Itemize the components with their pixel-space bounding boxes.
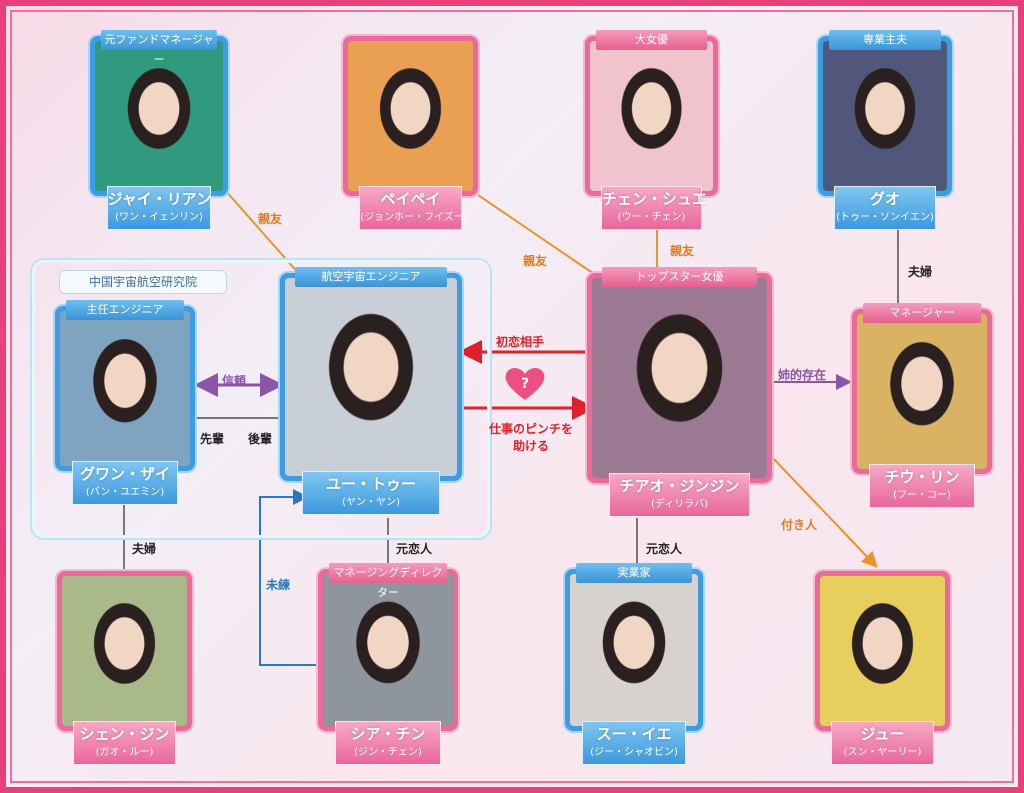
label-first-love: 初恋相手: [496, 335, 545, 349]
character-photo: [348, 41, 473, 191]
actor-name: (ガオ・ルー): [95, 747, 154, 758]
actor-name: (ディリラバ): [650, 499, 708, 510]
actor-name: (ヤン・ヤン): [342, 497, 400, 508]
character-name: シェン・ジン: [79, 725, 170, 743]
character-name: グワン・ザイ: [79, 465, 170, 483]
character-photo: [570, 574, 698, 726]
actor-name: (フー・コー): [893, 490, 951, 501]
actor-name: (ウー・チェン): [617, 212, 686, 223]
role-badge: 大女優: [595, 30, 708, 50]
role-badge: 専業主夫: [828, 30, 942, 50]
character-card-qiao: トップスター女優チアオ・ジンジン (ディリラバ): [587, 267, 772, 517]
name-plate: グワン・ザイ (バン・ユエミン): [71, 461, 179, 505]
name-plate: ペイペイ (ジョンホー・フイズー): [359, 186, 468, 230]
actor-name: (バン・ユエミン): [85, 487, 165, 498]
line-jai-yu: [224, 189, 301, 276]
label-lingering: 未練: [266, 578, 291, 592]
role-badge: 主任エンジニア: [66, 300, 184, 320]
heart-question-icon: ?: [505, 368, 545, 400]
name-plate: チアオ・ジンジン (ディリラバ): [609, 473, 750, 517]
character-name: チアオ・ジンジン: [619, 477, 740, 495]
role-badge: マネージャー: [863, 303, 981, 323]
actor-name: (ジー・シャオビン): [590, 747, 678, 758]
character-card-yu: 航空宇宙エンジニアユー・トゥー (ヤン・ヤン): [280, 267, 462, 515]
character-card-guan: 主任エンジニアグワン・ザイ (バン・ユエミン): [55, 300, 195, 505]
label-trust: 信頼: [222, 374, 247, 388]
name-plate: チェン・シュエ (ウー・チェン): [600, 186, 707, 230]
institute-group: 中国宇宙航空研究院: [30, 258, 492, 540]
character-photo: [857, 314, 987, 469]
actor-name: (トゥー・ソンイエン): [836, 212, 934, 223]
character-name: ユー・トゥー: [325, 475, 416, 493]
character-name: スー・イエ: [596, 725, 672, 743]
role-badge: トップスター女優: [601, 267, 758, 287]
name-plate: グオ (トゥー・ソンイエン): [834, 186, 936, 230]
character-photo: [590, 41, 713, 191]
character-card-jai: 元ファンドマネージャージャイ・リアン (ワン・イェンリン): [90, 30, 228, 230]
character-card-jiu: ジュー (スン・ヤーリー): [815, 571, 950, 765]
character-card-guo: 専業主夫グオ (トゥー・ソンイエン): [818, 30, 952, 230]
label-sister: 姉的存在: [778, 368, 827, 382]
role-badge: 航空宇宙エンジニア: [294, 267, 448, 287]
line-lingering: [259, 489, 320, 666]
line-pei-qiao: [477, 194, 601, 279]
actor-name: (スン・ヤーリー): [843, 747, 922, 758]
character-photo: [592, 278, 767, 478]
institute-label: 中国宇宙航空研究院: [59, 270, 227, 294]
character-photo: [95, 41, 223, 191]
label-help: 仕事のピンチを助ける: [488, 422, 573, 453]
actor-name: (ワン・イェンリン): [115, 212, 203, 223]
actor-name: (ジョンホー・フイズー): [360, 212, 468, 223]
character-name: シア・チン: [350, 725, 426, 743]
label-chen-qiao: 親友: [670, 244, 695, 258]
character-name: チェン・シュエ: [601, 190, 707, 208]
role-badge: 実業家: [576, 563, 692, 583]
name-plate: シア・チン (ジン・チェン): [334, 721, 442, 765]
character-card-chiu: マネージャーチウ・リン (フー・コー): [852, 303, 992, 508]
character-name: ジャイ・リアン: [107, 190, 212, 208]
label-guo-chiu: 夫婦: [908, 265, 933, 279]
character-name: グオ: [869, 190, 900, 208]
label-qiao-su: 元恋人: [646, 542, 683, 556]
label-jai-yu: 親友: [258, 212, 283, 226]
label-junior: 後輩: [248, 432, 273, 446]
svg-text:?: ?: [521, 376, 529, 392]
name-plate: チウ・リン (フー・コー): [868, 464, 976, 508]
character-card-chen: 大女優チェン・シュエ (ウー・チェン): [585, 30, 718, 230]
label-guan-shen: 夫婦: [132, 542, 157, 556]
label-pei-qiao: 親友: [523, 254, 548, 268]
character-photo: [285, 278, 457, 476]
character-name: ジュー: [860, 725, 905, 743]
character-photo: [62, 576, 187, 726]
name-plate: ジュー (スン・ヤーリー): [831, 721, 934, 765]
character-photo: [323, 574, 453, 726]
name-plate: シェン・ジン (ガオ・ルー): [73, 721, 176, 765]
label-senior: 先輩: [200, 432, 225, 446]
role-badge: 元ファンドマネージャー: [101, 30, 217, 66]
character-card-su: 実業家スー・イエ (ジー・シャオビン): [565, 563, 703, 765]
character-photo: [60, 311, 190, 466]
line-attendant: [769, 454, 878, 568]
character-card-pei: ペイペイ (ジョンホー・フイズー): [343, 36, 478, 230]
character-name: ペイペイ: [380, 190, 441, 208]
name-plate: ユー・トゥー (ヤン・ヤン): [301, 471, 441, 515]
character-card-shia: マネージングディレクターシア・チン (ジン・チェン): [318, 563, 458, 765]
actor-name: (ジン・チェン): [354, 747, 422, 758]
role-badge: マネージングディレクター: [329, 563, 447, 599]
character-photo: [823, 41, 947, 191]
character-card-shen: シェン・ジン (ガオ・ルー): [57, 571, 192, 765]
name-plate: ジャイ・リアン (ワン・イェンリン): [106, 186, 212, 230]
label-attendant: 付き人: [781, 518, 818, 532]
character-photo: [820, 576, 945, 726]
name-plate: スー・イエ (ジー・シャオビン): [581, 721, 687, 765]
character-name: チウ・リン: [884, 468, 960, 486]
label-yu-shia: 元恋人: [396, 542, 433, 556]
